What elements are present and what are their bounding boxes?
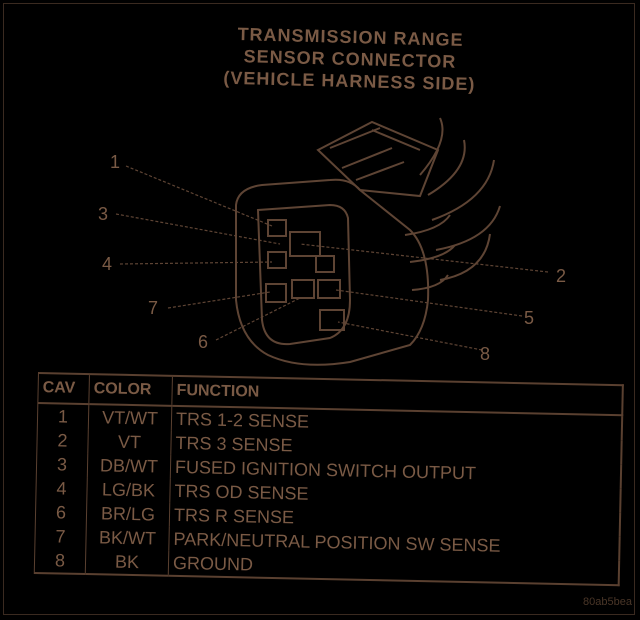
pinout-table: CAV COLOR FUNCTION 1 VT/WT TRS 1-2 SENSE… xyxy=(34,372,624,586)
header-cav: CAV xyxy=(37,373,90,405)
callout-4: 4 xyxy=(102,254,113,274)
cell-cav: 7 xyxy=(34,523,87,550)
callout-1: 1 xyxy=(110,152,121,172)
connector-latch xyxy=(316,120,440,198)
cell-cav: 6 xyxy=(35,499,87,526)
cell-cav: 8 xyxy=(34,547,86,575)
cell-color: BK xyxy=(85,549,169,576)
leader-lines xyxy=(115,165,549,351)
callout-8: 8 xyxy=(480,344,491,364)
callout-3: 3 xyxy=(98,204,109,224)
wire xyxy=(419,117,501,281)
header-color: COLOR xyxy=(88,374,173,406)
figure-code: 80ab5bea xyxy=(583,596,632,608)
callout-6: 6 xyxy=(198,332,209,352)
callout-2: 2 xyxy=(556,266,567,286)
callout-7: 7 xyxy=(148,298,159,318)
cell-color: VT xyxy=(87,429,172,455)
callout-5: 5 xyxy=(524,308,535,328)
cell-color: LG/BK xyxy=(86,477,171,503)
cell-color: DB/WT xyxy=(87,453,171,479)
cell-cav: 4 xyxy=(35,475,88,502)
connector-body xyxy=(235,178,430,366)
cell-cav: 1 xyxy=(37,403,89,430)
cell-color: BR/LG xyxy=(86,501,170,527)
cell-cav: 3 xyxy=(36,451,88,478)
cell-cav: 2 xyxy=(36,427,89,454)
figure-border xyxy=(3,3,635,615)
cell-color: VT/WT xyxy=(88,404,172,431)
cell-color: BK/WT xyxy=(85,525,170,551)
